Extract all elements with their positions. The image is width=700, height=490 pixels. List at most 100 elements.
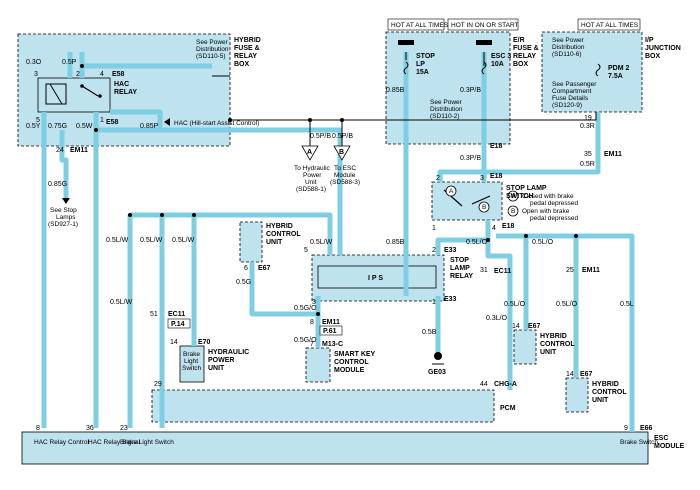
hpu-sw-2: Light	[184, 358, 198, 365]
pin-number: 3	[312, 299, 316, 306]
er-see-1: See Power	[430, 99, 463, 106]
pin-number: 8	[36, 425, 40, 432]
pcm-box	[151, 389, 495, 423]
ips-label: I P S	[368, 275, 383, 282]
legend-b-letter: B	[511, 208, 515, 215]
hybrid-box-name-3: RELAY	[234, 53, 257, 60]
hybrid-control-unit-mid	[513, 329, 537, 365]
ref-a-2: Power	[303, 172, 322, 179]
ref-triangle-a	[301, 145, 319, 161]
pin-number: 4	[492, 225, 496, 232]
wire-label: 0.5L/W	[172, 237, 195, 244]
hpu-conn: E70	[198, 339, 211, 346]
pin-number: 3	[480, 175, 484, 182]
pin-number: 2	[436, 175, 440, 182]
wire-label: 0.5B	[422, 329, 437, 336]
pin-number: 9	[624, 425, 628, 432]
hac-relay-conn-top: E58	[112, 71, 125, 78]
hcu-right-name-2: CONTROL	[592, 389, 627, 396]
conn-em11-left: EM11	[70, 147, 88, 154]
hcu-top-name-2: CONTROL	[266, 231, 301, 238]
wire-label: 0.3L/O	[486, 315, 508, 322]
hpu-name: HYDRAULIC	[208, 349, 249, 356]
pin-number: 23	[120, 425, 128, 432]
sls-name-2: SWITCH	[506, 193, 534, 200]
stop-fuse-lp: LP	[416, 61, 425, 68]
header-hot-on: HOT IN ON OR START	[451, 22, 519, 29]
sls-conn-bot: E18	[502, 223, 515, 230]
ips-name-3: RELAY	[450, 273, 473, 280]
pin-number: 44	[480, 381, 488, 388]
hpu-sw-1: Brake	[183, 351, 200, 358]
wire-label: 0.5L/O	[532, 239, 554, 246]
wire-label: 0.5L/W	[110, 299, 133, 306]
ref-a-1: To Hydraulic	[294, 165, 331, 172]
splice-dots	[80, 64, 578, 316]
ip-see-3: (SD110-6)	[552, 51, 582, 58]
header-box-1	[387, 18, 445, 31]
pin-number: 5	[36, 117, 40, 124]
pin-number: 25	[566, 267, 574, 274]
pin-number: 8	[310, 319, 314, 326]
pass-1: See Passenger	[552, 81, 597, 88]
pin-number: 19	[584, 115, 592, 122]
ref-stop-2: Lamps	[56, 214, 76, 221]
ground-label: GE03	[428, 369, 446, 376]
ref-stop-1: See Stop	[50, 207, 77, 214]
hybrid-see-2: Distribution	[196, 46, 229, 53]
pin-number: 31	[480, 267, 488, 274]
esc-label-hac-control: HAC Relay Control	[34, 439, 89, 446]
hcu-mid-name-3: UNIT	[540, 349, 557, 356]
pass-2: Compartment	[552, 88, 592, 95]
legend-b2: pedal depressed	[530, 215, 578, 222]
esc-name: ESC	[654, 435, 668, 442]
ip-box-name: I/P	[645, 37, 654, 44]
esc-conn: E66	[640, 425, 653, 432]
ref-b-1: To ESC	[334, 165, 356, 172]
header-hot-1: HOT AT ALL TIMES	[391, 22, 449, 29]
stop-fuse-amp: 15A	[416, 69, 429, 76]
hcu-right-conn: E67	[580, 371, 593, 378]
hybrid-box-name-2: FUSE &	[234, 45, 260, 52]
pass-4: (SD120-9)	[552, 102, 582, 109]
legend-a-letter: A	[511, 193, 516, 200]
ref-stop-3: (SD927-1)	[48, 221, 78, 228]
pin-number: 1	[432, 299, 436, 306]
esc-label-brake-switch: Brake Switch	[620, 439, 658, 446]
relay-coil-icon	[45, 83, 102, 105]
wire-label: 0.3P/B	[460, 87, 481, 94]
ref-b-3: (SD588-3)	[330, 179, 360, 186]
hybrid-box-name: HYBRID	[234, 37, 261, 44]
hybrid-see-1: See Power	[196, 39, 229, 46]
hcu-top-name: HYBRID	[266, 223, 293, 230]
esc-label-hac-signal: HAC Relay Signal	[88, 439, 141, 446]
pin-number: 6	[244, 265, 248, 272]
hybrid-control-unit-right	[565, 377, 589, 413]
pin-number: 35	[584, 151, 592, 158]
hybrid-control-unit-top	[239, 221, 263, 263]
esc-module-box	[21, 431, 649, 465]
wire-label: 0.5P/B	[310, 133, 331, 140]
hybrid-see-3: (SD110-5)	[196, 53, 226, 60]
hac-note: HAC (Hill-start Assist Control)	[174, 120, 259, 127]
smk-tag: P.61	[323, 328, 337, 335]
conn-em11-far: EM11	[582, 267, 600, 274]
ref-b-2: Module	[334, 172, 356, 179]
esc-label-brake-light: Brake Light Switch	[120, 439, 174, 446]
ref-a-3: Unit	[305, 179, 317, 186]
pin-number: 24	[56, 147, 64, 154]
smk-em: EM11	[322, 319, 340, 326]
wire-label: 0.5L/O	[466, 239, 488, 246]
smk-name: SMART KEY	[334, 351, 376, 358]
switch-contact-icon	[443, 185, 519, 217]
hcu-right-name: HYBRID	[592, 381, 619, 388]
hcu-mid-conn: E67	[528, 323, 541, 330]
hcu-mid-name-2: CONTROL	[540, 341, 575, 348]
arrow-down-icon	[62, 198, 70, 204]
pin-number: 51	[150, 311, 158, 318]
header-box-3	[577, 18, 641, 31]
wire-label: 0.3R	[580, 123, 595, 130]
wire-label: 0.5G/O	[294, 305, 317, 312]
wire-label: 0.5L	[620, 301, 634, 308]
thin-wires	[212, 52, 597, 146]
